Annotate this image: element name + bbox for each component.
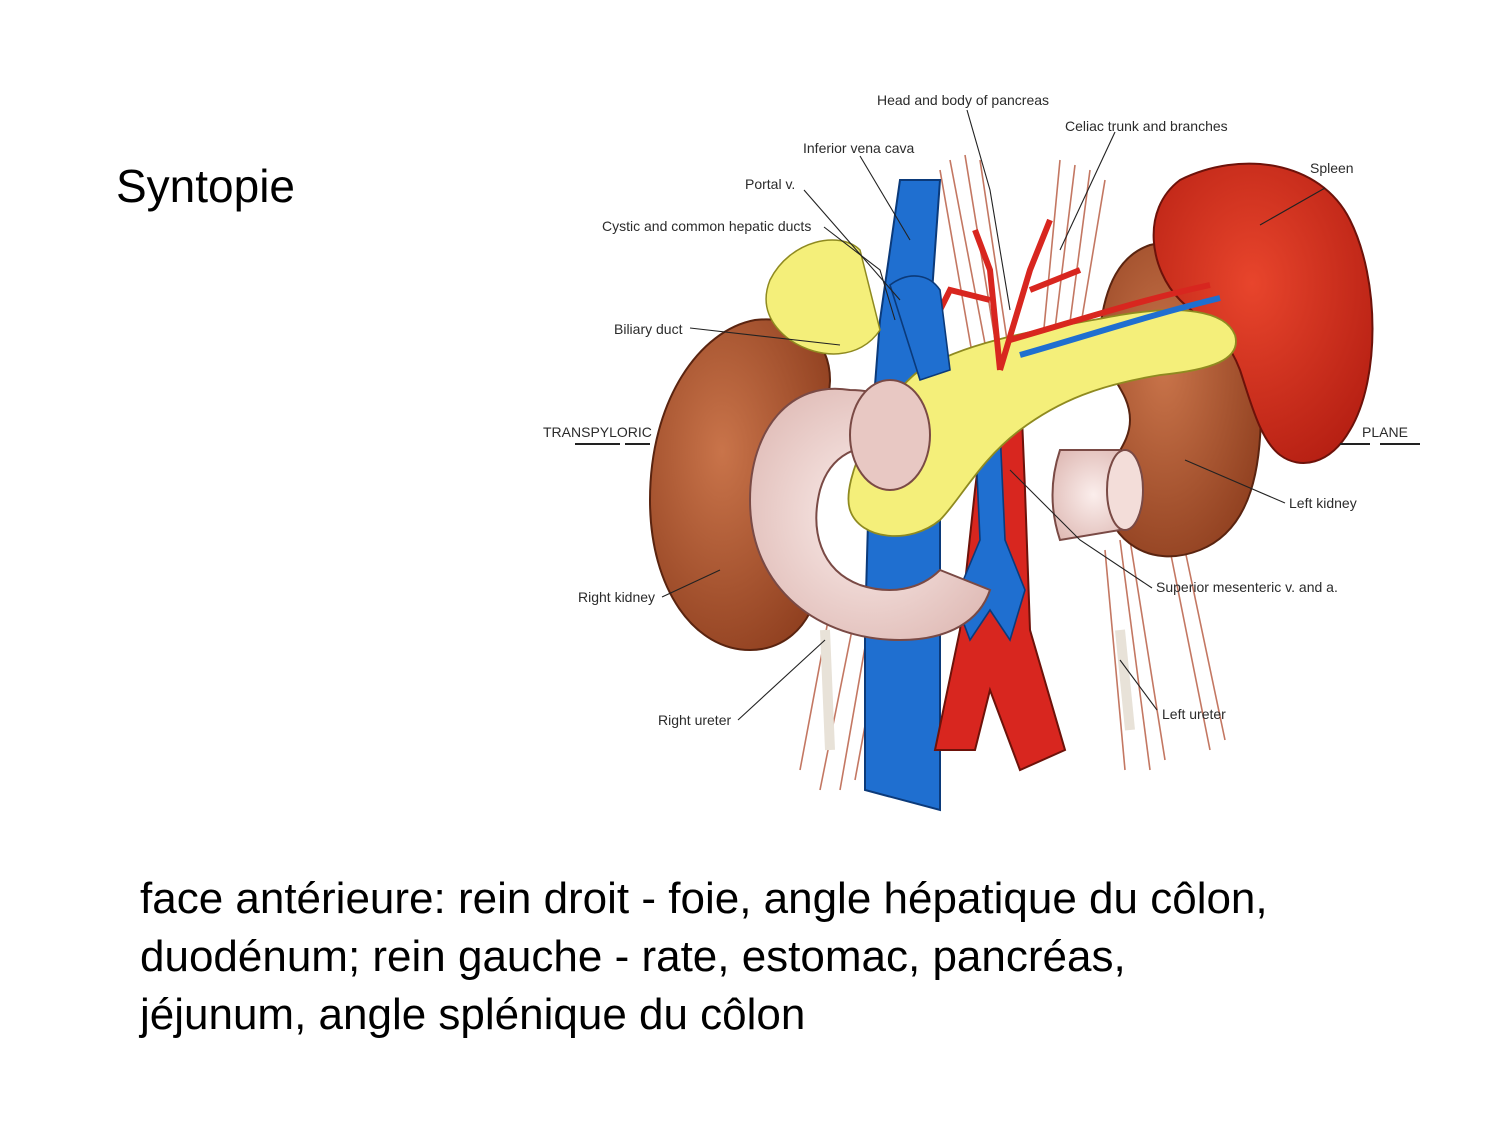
label-left-kidney: Left kidney [1289,495,1357,511]
label-biliary-duct: Biliary duct [614,321,683,337]
label-inferior-vena-cava: Inferior vena cava [803,140,914,156]
portal-vein-shape [889,275,951,382]
label-celiac-trunk: Celiac trunk and branches [1065,118,1228,134]
caption-line-1: face antérieure: rein droit - foie, angl… [140,874,1268,923]
caption-line-3: jéjunum, angle splénique du côlon [140,990,806,1039]
slide-title: Syntopie [116,160,296,212]
splenic-vessels [1009,282,1211,343]
spleen-shape [1152,162,1374,464]
label-right-kidney: Right kidney [578,589,655,605]
label-left-ureter: Left ureter [1162,706,1226,722]
left-ureter-shape [1115,629,1135,731]
label-head-body-pancreas: Head and body of pancreas [877,92,1049,108]
retroperitoneal-organs-diagram: Head and body of pancreas Celiac trunk a… [543,92,1420,812]
splenic-vein [1019,295,1221,358]
label-transpyloric: TRANSPYLORIC [543,424,652,440]
label-right-ureter: Right ureter [658,712,731,728]
jejunum-opening [1106,449,1144,531]
label-cystic-hepatic-ducts: Cystic and common hepatic ducts [602,218,811,234]
caption-text: face antérieure: rein droit - foie, angl… [140,870,1440,1044]
label-portal-v: Portal v. [745,176,795,192]
label-superior-mesenteric: Superior mesenteric v. and a. [1156,579,1338,595]
right-ureter-shape [820,629,835,751]
biliary-fat-shape [765,239,881,355]
caption-line-2: duodénum; rein gauche - rate, estomac, p… [140,932,1126,981]
leader-lines [661,109,1326,721]
anatomy-illustration: Head and body of pancreas Celiac trunk a… [520,70,1440,820]
duodenum-opening [849,379,931,491]
label-spleen: Spleen [1310,160,1354,176]
label-plane: PLANE [1362,424,1408,440]
